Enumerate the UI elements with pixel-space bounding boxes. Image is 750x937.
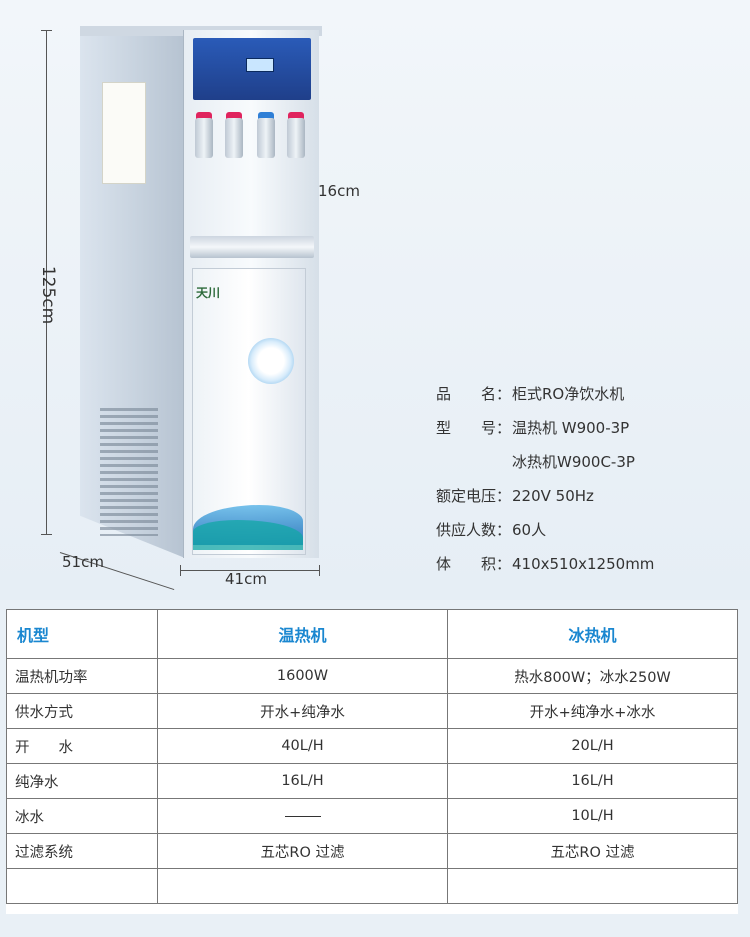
header-warm-hot: 温热机 bbox=[157, 609, 448, 659]
table-header-row: 机型 温热机 冰热机 bbox=[6, 609, 738, 659]
wave-decoration bbox=[193, 520, 303, 550]
height-dimension-line bbox=[41, 30, 52, 535]
instruction-sticker bbox=[102, 82, 146, 184]
hot-faucet-handle-icon bbox=[288, 112, 304, 122]
comparison-table-container: 机型 温热机 冰热机 温热机功率 1600W 热水800W；冰水250W 供水方… bbox=[6, 609, 738, 914]
drip-tray bbox=[190, 236, 314, 258]
spec-row: 品 名：柜式RO净饮水机 bbox=[436, 385, 625, 403]
spec-row: 供应人数：60人 bbox=[436, 521, 547, 539]
side-vents bbox=[100, 408, 158, 536]
table-row: 过滤系统 五芯RO 过滤 五芯RO 过滤 bbox=[6, 833, 738, 869]
table-row-empty bbox=[6, 868, 738, 904]
width-dimension-line bbox=[180, 565, 320, 576]
spec-row: 额定电压：220V 50Hz bbox=[436, 487, 594, 505]
height-dimension-label: 125cm bbox=[38, 265, 58, 325]
comparison-table: 机型 温热机 冰热机 温热机功率 1600W 热水800W；冰水250W 供水方… bbox=[6, 609, 738, 904]
not-applicable-dash bbox=[157, 798, 448, 834]
faucet-3 bbox=[257, 118, 275, 158]
display-screen bbox=[246, 58, 274, 72]
brand-logo: 天川 bbox=[196, 286, 221, 300]
table-row: 冰水 10L/H bbox=[6, 798, 738, 834]
width-dimension-label: 41cm bbox=[225, 570, 267, 588]
table-row: 温热机功率 1600W 热水800W；冰水250W bbox=[6, 658, 738, 694]
spec-row: 型 号：温热机 W900-3P bbox=[436, 419, 630, 437]
cold-faucet-handle-icon bbox=[258, 112, 274, 122]
faucet-gap-dimension-label: 16cm bbox=[318, 182, 360, 200]
table-row: 供水方式 开水+纯净水 开水+纯净水+冰水 bbox=[6, 693, 738, 729]
certification-badge-icon bbox=[248, 338, 294, 384]
depth-dimension-label: 51cm bbox=[62, 553, 104, 571]
table-row: 开 水 40L/H 20L/H bbox=[6, 728, 738, 764]
header-model: 机型 bbox=[6, 609, 158, 659]
spec-row: 体 积：410x510x1250mm bbox=[436, 555, 655, 573]
table-row: 纯净水 16L/H 16L/H bbox=[6, 763, 738, 799]
hot-faucet-handle-icon bbox=[196, 112, 212, 122]
spec-list: 品 名：柜式RO净饮水机 型 号：温热机 W900-3P 冰热机W900C-3P… bbox=[436, 382, 654, 586]
faucet-2 bbox=[225, 118, 243, 158]
faucet-4 bbox=[287, 118, 305, 158]
header-ice-hot: 冰热机 bbox=[447, 609, 738, 659]
spec-row: 冰热机W900C-3P bbox=[512, 453, 635, 471]
faucet-1 bbox=[195, 118, 213, 158]
hot-faucet-handle-icon bbox=[226, 112, 242, 122]
